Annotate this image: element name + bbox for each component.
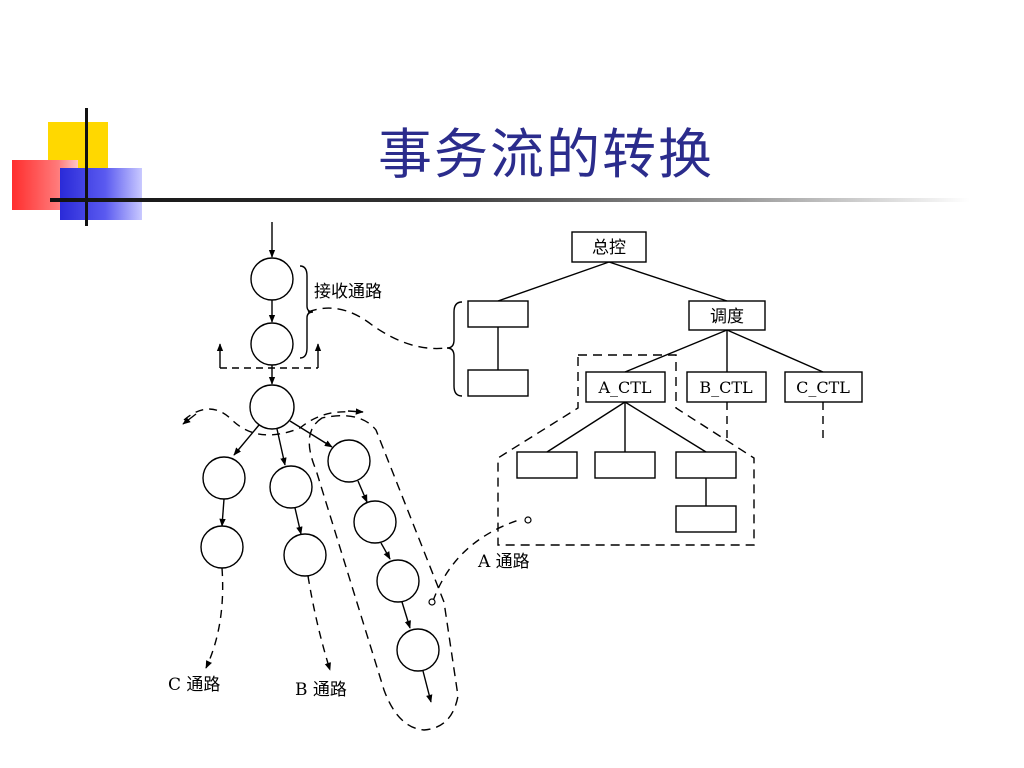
label-receive-path: 接收通路 xyxy=(314,282,382,302)
box-a-child-1 xyxy=(516,451,578,479)
box-receive-submodule xyxy=(467,369,529,397)
box-label-dispatch: 调度 xyxy=(710,307,744,327)
title-underline-rule xyxy=(50,198,970,202)
box-label-b-ctl: B_CTL xyxy=(699,378,753,397)
structure-line xyxy=(624,401,707,453)
box-a-child-3 xyxy=(675,451,737,479)
a-path-connector-startpoint xyxy=(524,516,532,524)
flow-node-a-1 xyxy=(327,439,371,483)
flow-node-b-2 xyxy=(283,533,327,577)
c-path-dashed xyxy=(205,567,224,669)
flow-node-a-2 xyxy=(353,500,397,544)
box-receive-module xyxy=(467,300,529,328)
box-a-grandchild xyxy=(675,505,737,533)
page-title: 事务流的转换 xyxy=(378,123,714,186)
structure-line xyxy=(726,329,824,373)
flow-arrow xyxy=(276,428,287,466)
receive-module-brace xyxy=(446,301,463,397)
flow-arrow xyxy=(357,480,368,503)
structure-line xyxy=(497,261,610,302)
box-a-child-2 xyxy=(594,451,656,479)
receive-path-brace xyxy=(299,265,314,359)
flow-arrow xyxy=(289,420,333,448)
flow-arrow xyxy=(380,542,391,560)
flow-node-receive-1 xyxy=(250,257,294,301)
decor-blue-square xyxy=(60,168,142,220)
a-path-enclosure-dashed xyxy=(308,415,459,731)
branch-boundary-dashed xyxy=(183,408,351,436)
flow-node-b-1 xyxy=(269,465,313,509)
label-c-path: C 通路 xyxy=(168,675,220,695)
a-path-connector-endpoint xyxy=(428,598,436,606)
boundary-arrow-left xyxy=(182,413,197,425)
structure-line xyxy=(608,261,728,302)
a-ctl-enclosure-dashed xyxy=(497,354,755,546)
flow-arrow xyxy=(422,670,433,703)
flow-node-transaction-center xyxy=(249,384,295,430)
receive-connector-dashed xyxy=(307,307,447,350)
flow-arrow xyxy=(401,601,411,629)
box-label-a-ctl: A_CTL xyxy=(597,378,651,397)
structure-line xyxy=(546,401,626,453)
flow-node-a-4 xyxy=(396,628,440,672)
boundary-arrow-right xyxy=(347,408,364,415)
decor-vertical-line xyxy=(85,108,88,226)
box-label-c-ctl: C_CTL xyxy=(796,378,850,397)
flow-node-c-2 xyxy=(200,525,244,569)
box-label-master-control: 总控 xyxy=(592,238,626,258)
flow-node-a-3 xyxy=(376,559,420,603)
flow-arrow xyxy=(294,507,303,535)
label-b-path: B 通路 xyxy=(295,680,347,700)
structure-line xyxy=(624,329,728,373)
a-path-connector-dashed xyxy=(432,518,523,602)
flow-node-receive-2 xyxy=(250,322,294,366)
b-path-dashed xyxy=(307,575,331,671)
flow-node-c-1 xyxy=(202,456,246,500)
flow-arrow xyxy=(219,498,226,527)
label-a-path: A 通路 xyxy=(477,552,530,572)
flow-arrow xyxy=(233,424,260,456)
